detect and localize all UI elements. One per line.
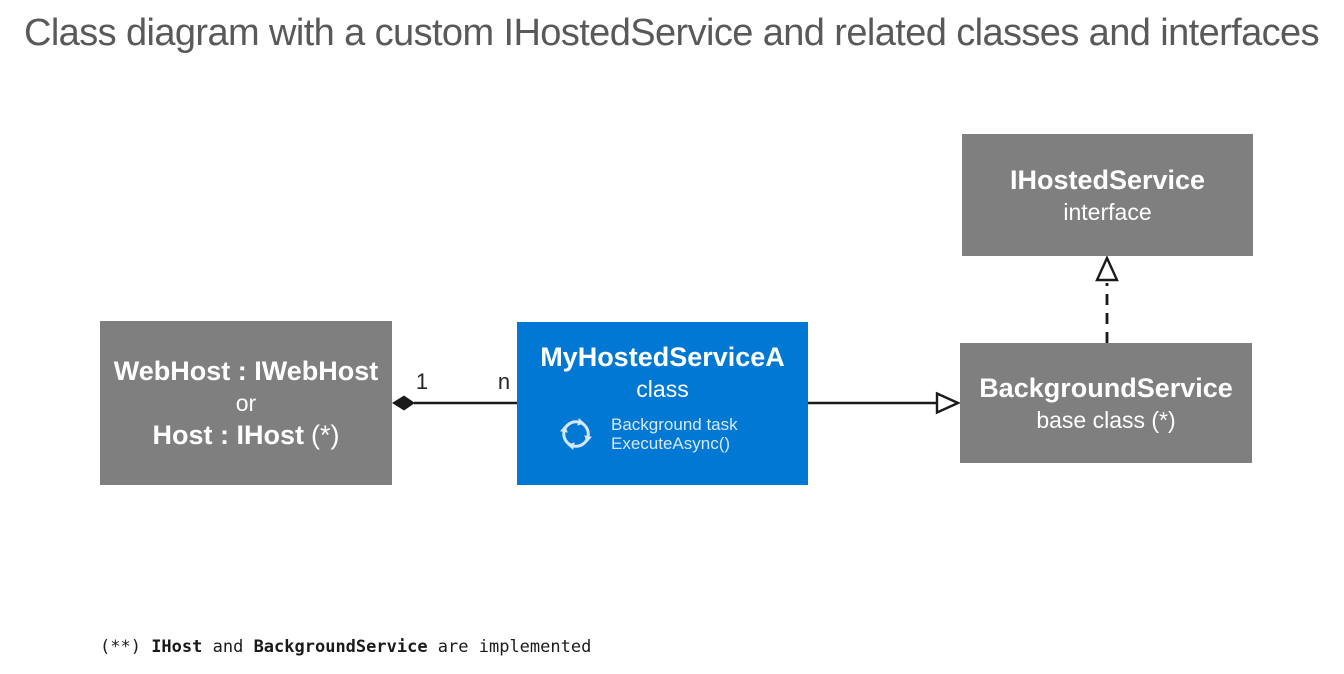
footnote-bold-backgroundservice: BackgroundService (253, 637, 428, 657)
class-name: WebHost : IWebHost (113, 356, 379, 386)
composition-diamond-icon (392, 395, 415, 411)
class-name: BackgroundService (979, 373, 1233, 403)
task-caption-line2: ExecuteAsync() (611, 434, 731, 453)
class-name: MyHostedServiceA (540, 342, 785, 372)
background-task-caption: Background task ExecuteAsync() (611, 415, 738, 453)
footnote-bold-ihost: IHost (151, 637, 203, 657)
footnote-text: and (202, 637, 254, 657)
footnote-line-1: (**) IHost and BackgroundService are imp… (100, 634, 591, 660)
realization-arrow-icon (1095, 255, 1119, 282)
class-stereotype: base class (*) (1036, 407, 1176, 433)
task-caption-line1: Background task (611, 415, 738, 434)
class-name-alt-note: (*) (311, 420, 340, 450)
footnote-text: (**) (100, 637, 152, 657)
or-label: or (235, 390, 257, 416)
page-title: Class diagram with a custom IHostedServi… (24, 12, 1320, 54)
multiplicity-label-n: n (497, 369, 511, 394)
class-stereotype: interface (1063, 199, 1152, 225)
footnote: (**) IHost and BackgroundService are imp… (100, 582, 591, 674)
multiplicity-label-one: 1 (415, 369, 429, 394)
class-box-webhost: WebHost : IWebHost or Host : IHost(*) (100, 321, 392, 485)
sync-cycle-icon (558, 416, 594, 452)
footnote-text: are implemented (427, 637, 592, 657)
class-stereotype: class (636, 376, 689, 402)
inheritance-arrow-icon (935, 391, 961, 415)
class-box-backgroundservice: BackgroundService base class (*) (960, 343, 1252, 463)
class-name-alt-bold: Host : IHost (152, 420, 305, 450)
class-box-myhostedservicea: MyHostedServiceA class Background task E… (517, 322, 808, 485)
background-task-feature: Background task ExecuteAsync() (555, 413, 738, 455)
class-box-ihostedservice: IHostedService interface (962, 134, 1253, 256)
class-name: IHostedService (1009, 165, 1206, 195)
class-name-alt: Host : IHost(*) (153, 418, 340, 452)
